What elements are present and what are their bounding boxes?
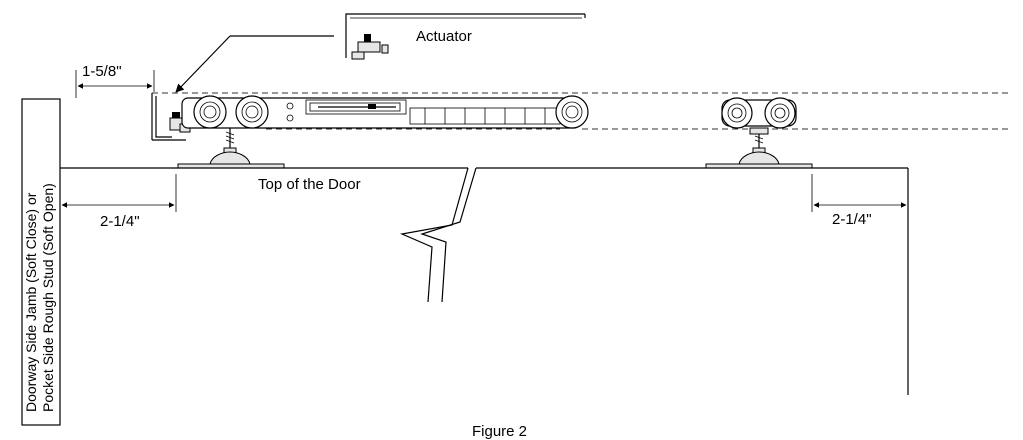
door-top-label: Top of the Door — [258, 176, 361, 193]
dim-top-label: 1-5/8" — [82, 63, 122, 80]
wheel — [721, 97, 753, 129]
wheel — [555, 95, 589, 129]
figure-caption: Figure 2 — [472, 423, 527, 440]
jamb-box: Doorway Side Jamb (Soft Close) or Pocket… — [21, 98, 61, 426]
second-trolley — [705, 97, 813, 169]
wheel — [764, 97, 796, 129]
soft-close-trolley — [151, 93, 589, 169]
header-bracket — [345, 13, 586, 58]
jamb-label-line1: Doorway Side Jamb (Soft Close) or — [23, 192, 39, 412]
wheel — [193, 95, 227, 129]
dim-left-label: 2-1/4" — [100, 213, 140, 230]
track-lines — [152, 92, 1010, 130]
jamb-label-line2: Pocket Side Rough Stud (Soft Open) — [40, 183, 56, 412]
dim-left: 2-1/4" — [61, 174, 177, 230]
dim-right: 2-1/4" — [811, 174, 907, 228]
actuator: Actuator — [351, 28, 472, 60]
actuator-label: Actuator — [416, 28, 472, 45]
dim-right-label: 2-1/4" — [832, 211, 872, 228]
dim-1-5-8: 1-5/8" — [75, 63, 155, 98]
wheel — [235, 95, 269, 129]
door: Top of the Door — [60, 167, 909, 395]
actuator-leader — [175, 35, 334, 93]
